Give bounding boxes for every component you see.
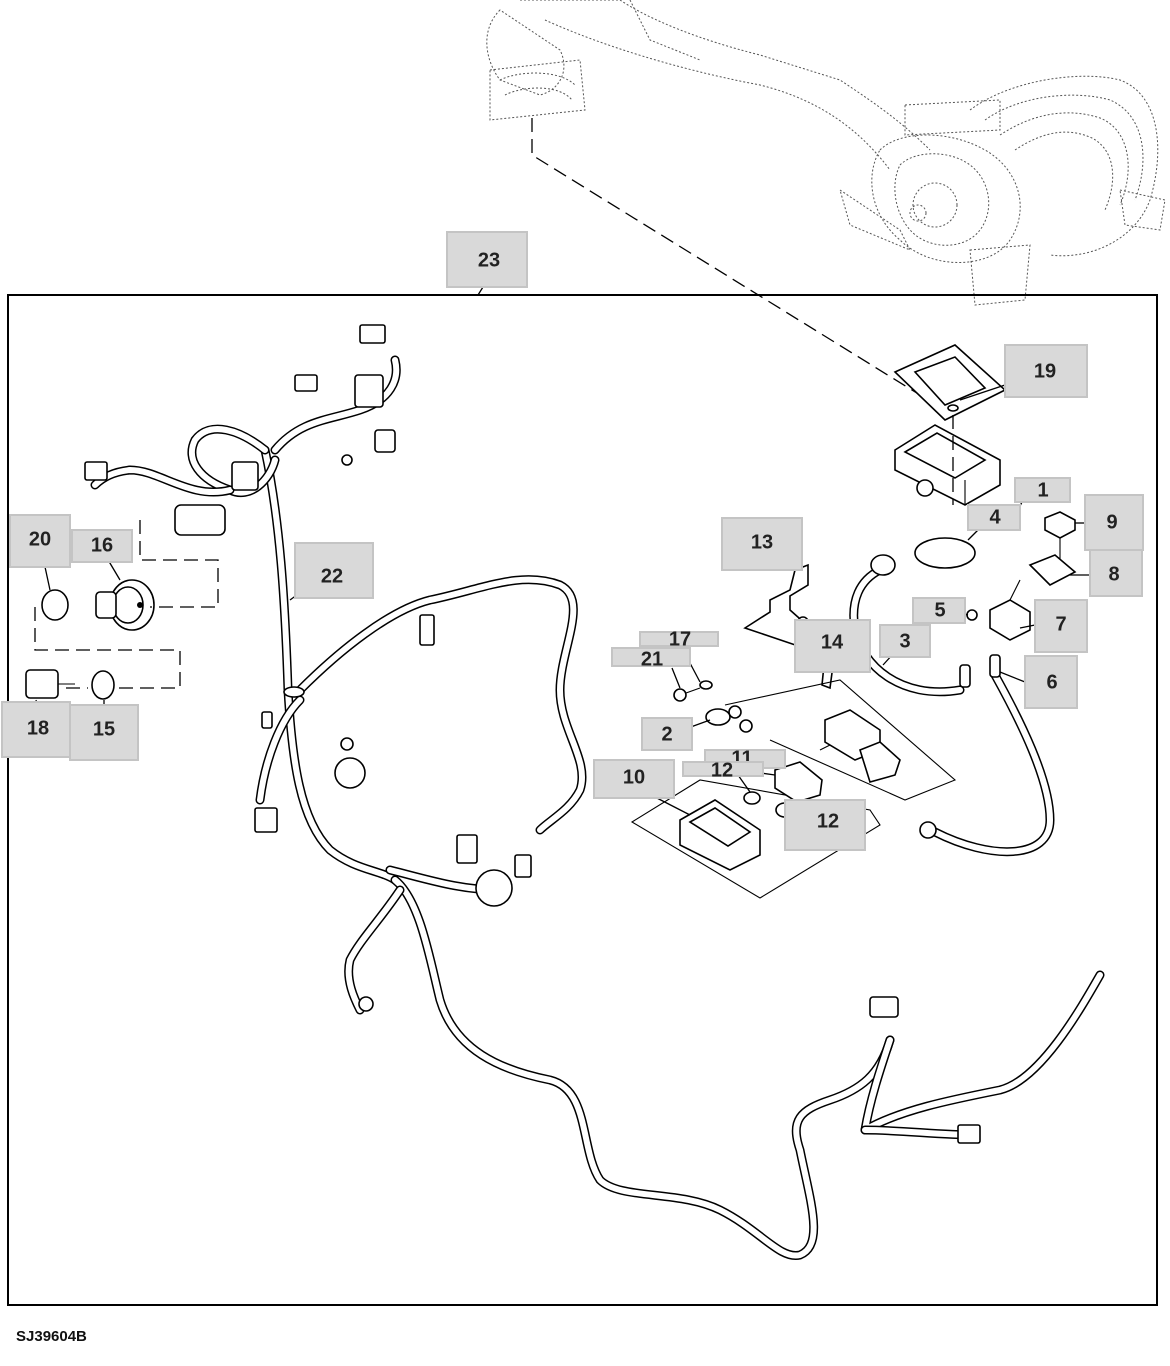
callout-13: 13 (721, 517, 803, 571)
svg-text:23: 23 (478, 249, 500, 271)
callout-7: 7 (1034, 599, 1088, 653)
callout-22: 22 (294, 542, 374, 599)
svg-text:12: 12 (711, 759, 733, 781)
svg-text:7: 7 (1055, 613, 1066, 635)
callout-12-lower: 12 (784, 799, 866, 851)
svg-text:21: 21 (641, 648, 663, 670)
callout-17: 17 (639, 628, 719, 650)
engine-intake-ghost (486, 0, 1166, 306)
bracket-8 (1028, 554, 1077, 586)
bracket-13 (743, 563, 836, 690)
callout-18: 18 (1, 701, 71, 758)
switch-plate-group (724, 679, 957, 801)
key-18 (25, 669, 75, 699)
callout-20: 20 (9, 514, 71, 568)
svg-text:18: 18 (27, 717, 49, 739)
washer-17 (699, 680, 713, 690)
callout-14: 14 (794, 619, 871, 673)
svg-text:16: 16 (91, 534, 113, 556)
intake-to-gasket-dashline (531, 118, 921, 396)
callout-19: 19 (1004, 344, 1088, 398)
sensor-1 (894, 424, 1001, 506)
callout-2: 2 (641, 717, 693, 751)
fuse-plate-group (630, 779, 881, 899)
svg-text:14: 14 (821, 631, 844, 653)
callout-23: 23 (446, 231, 528, 288)
svg-text:5: 5 (934, 599, 945, 621)
svg-text:10: 10 (623, 766, 645, 788)
fuse-block-10 (679, 799, 761, 871)
ignition-dash-box (34, 520, 219, 689)
callout-4: 4 (967, 504, 1021, 531)
svg-text:15: 15 (93, 718, 115, 740)
o-ring-20 (41, 589, 69, 621)
callout-8: 8 (1089, 547, 1143, 597)
svg-text:13: 13 (751, 531, 773, 553)
svg-text:4: 4 (989, 506, 1001, 528)
nut-15 (91, 670, 115, 700)
harness-connectors (84, 324, 981, 1144)
screw-21 (673, 687, 701, 702)
svg-text:19: 19 (1034, 360, 1056, 382)
callout-10: 10 (593, 759, 675, 799)
svg-text:8: 8 (1108, 563, 1119, 585)
screw-5 (966, 609, 978, 621)
assembly-frame (7, 294, 1158, 1306)
svg-text:6: 6 (1046, 671, 1057, 693)
callout-15: 15 (69, 704, 139, 761)
gasket-19 (893, 344, 1007, 421)
cable-6 (919, 654, 1055, 857)
switch-assembly (819, 709, 901, 783)
callout-12-upper: 12 (682, 759, 764, 781)
relay-7 (989, 579, 1031, 641)
svg-text:9: 9 (1106, 511, 1117, 533)
figure-code: SJ39604B (16, 1328, 87, 1345)
callout-5: 5 (912, 597, 966, 624)
callout-9: 9 (1084, 494, 1144, 551)
bolt-9 (1044, 511, 1076, 560)
svg-text:20: 20 (29, 528, 51, 550)
o-ring-4 (914, 537, 976, 569)
callout-1: 1 (1014, 477, 1071, 503)
svg-text:17: 17 (669, 628, 691, 650)
nut-12a (743, 791, 761, 805)
callout-21: 21 (611, 647, 691, 670)
svg-text:3: 3 (899, 630, 910, 652)
callout-3: 3 (879, 624, 931, 658)
grommet-2 (705, 705, 753, 733)
callout-6: 6 (1024, 655, 1078, 709)
callout-16: 16 (71, 529, 133, 563)
holder-11 (774, 761, 823, 803)
svg-text:22: 22 (321, 565, 343, 587)
svg-text:2: 2 (661, 723, 672, 745)
ignition-switch-16 (95, 579, 155, 631)
callout-labels: 1 2 3 4 5 6 7 8 9 10 11 12 12 13 14 15 1… (1, 231, 1144, 851)
svg-text:1: 1 (1037, 479, 1048, 501)
svg-text:12: 12 (817, 810, 839, 832)
